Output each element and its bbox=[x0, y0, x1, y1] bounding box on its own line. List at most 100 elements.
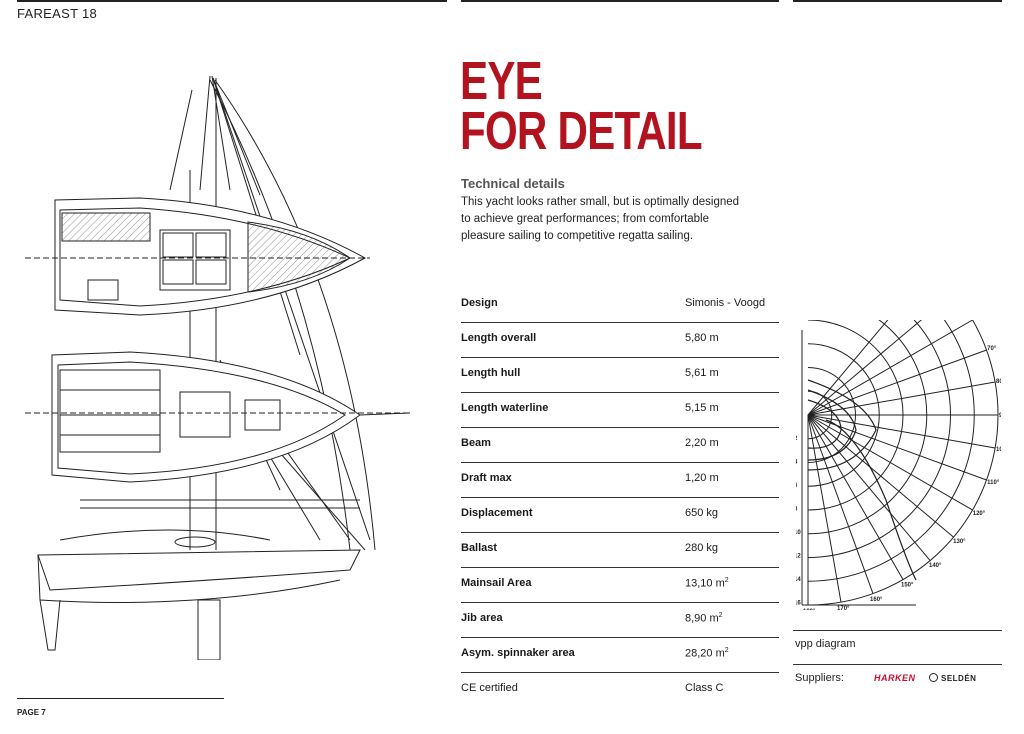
vpp-caption-rule bbox=[793, 630, 1002, 631]
boat-technical-drawing bbox=[25, 75, 411, 660]
suppliers-label: Suppliers: bbox=[795, 672, 844, 684]
vpp-curve bbox=[807, 389, 857, 461]
spec-value: 13,10 m2 bbox=[685, 577, 729, 590]
vpp-angle-label: 120° bbox=[973, 511, 986, 517]
vpp-angle-label: 140° bbox=[929, 563, 942, 569]
vpp-arc bbox=[807, 320, 928, 535]
vpp-speed-label: 2 bbox=[796, 436, 798, 442]
header-rule-left bbox=[17, 0, 447, 2]
spec-value-text: 2,20 m bbox=[685, 437, 719, 449]
vpp-angle-label: 70° bbox=[987, 346, 997, 352]
vpp-angle-label: 110° bbox=[987, 480, 1000, 486]
vpp-angle-label: 80° bbox=[996, 379, 1001, 385]
spec-row: CE certified Class C bbox=[461, 673, 779, 707]
spec-label: Beam bbox=[461, 437, 491, 449]
vpp-speed-label: 8 bbox=[796, 507, 798, 513]
spec-value: Class C bbox=[685, 682, 724, 694]
spec-value: 5,80 m bbox=[685, 332, 719, 344]
spec-value-text: 13,10 m bbox=[685, 577, 725, 590]
spec-label: Asym. spinnaker area bbox=[461, 647, 575, 659]
spec-row: Jib area 8,90 m2 bbox=[461, 603, 779, 638]
vpp-curve bbox=[807, 399, 842, 449]
spec-value-text: 5,15 m bbox=[685, 402, 719, 414]
selden-logo: SELDÉN bbox=[929, 673, 976, 683]
vpp-radial bbox=[807, 414, 954, 538]
spec-value: 5,15 m bbox=[685, 402, 719, 414]
spec-row: Asym. spinnaker area 28,20 m2 bbox=[461, 638, 779, 673]
spec-row: Design Simonis - Voogd bbox=[461, 288, 779, 323]
headline-line2: FOR DETAIL bbox=[460, 101, 703, 161]
footer-rule bbox=[17, 698, 224, 699]
vpp-radial bbox=[807, 381, 996, 416]
spec-value-text: 1,20 m bbox=[685, 472, 719, 484]
spec-value: 8,90 m2 bbox=[685, 612, 723, 625]
vpp-angle-label: 150° bbox=[901, 583, 914, 589]
vpp-caption: vpp diagram bbox=[795, 638, 856, 650]
spec-row: Beam 2,20 m bbox=[461, 428, 779, 463]
spec-value-sup: 2 bbox=[724, 577, 729, 584]
spec-label: Jib area bbox=[461, 612, 503, 624]
vpp-speed-label: 10 bbox=[796, 530, 801, 536]
headline-line1: EYE bbox=[460, 51, 543, 111]
headline: EYE FOR DETAIL bbox=[460, 51, 703, 161]
spec-row: Length hull 5,61 m bbox=[461, 358, 779, 393]
spec-value: 5,61 m bbox=[685, 367, 719, 379]
vpp-angle-label: 170° bbox=[837, 606, 850, 610]
spec-label: Design bbox=[461, 297, 498, 309]
spec-row: Ballast 280 kg bbox=[461, 533, 779, 568]
selden-text: SELDÉN bbox=[941, 674, 977, 683]
vpp-speed-label: 16 bbox=[796, 601, 801, 607]
spec-value: 2,20 m bbox=[685, 437, 719, 449]
vpp-radial bbox=[807, 320, 922, 416]
spec-value: 650 kg bbox=[685, 507, 718, 519]
harken-logo: HARKEN bbox=[874, 673, 916, 683]
vpp-radial bbox=[807, 414, 874, 594]
spec-row: Draft max 1,20 m bbox=[461, 463, 779, 498]
spec-row: Length overall 5,80 m bbox=[461, 323, 779, 358]
spec-label: Length waterline bbox=[461, 402, 549, 414]
spec-label: Draft max bbox=[461, 472, 512, 484]
spec-value-text: Class C bbox=[685, 682, 724, 694]
technical-heading: Technical details bbox=[461, 176, 565, 191]
vpp-angle-label: 160° bbox=[870, 597, 883, 603]
spec-value: 28,20 m2 bbox=[685, 647, 729, 660]
selden-icon bbox=[929, 673, 938, 682]
spec-value-sup: 2 bbox=[724, 647, 729, 654]
vpp-radial bbox=[807, 320, 889, 416]
vpp-speed-label: 6 bbox=[796, 483, 798, 489]
vpp-radial bbox=[807, 414, 973, 511]
vpp-angle-label: 180° bbox=[803, 609, 816, 610]
spec-value-text: Simonis - Voogd bbox=[685, 297, 766, 309]
page-number: PAGE 7 bbox=[17, 708, 46, 717]
spec-label: Length overall bbox=[461, 332, 537, 344]
vpp-curve bbox=[807, 379, 877, 471]
spec-label: Displacement bbox=[461, 507, 533, 519]
spec-row: Displacement 650 kg bbox=[461, 498, 779, 533]
spec-value: 280 kg bbox=[685, 542, 718, 554]
spec-value-text: 5,80 m bbox=[685, 332, 719, 344]
spec-value-text: 650 kg bbox=[685, 507, 719, 519]
vpp-radial bbox=[807, 414, 931, 561]
vpp-radial bbox=[807, 414, 842, 603]
brand-title: FAREAST 18 bbox=[17, 6, 98, 21]
suppliers-rule bbox=[793, 664, 1002, 665]
spec-value-text: 280 kg bbox=[685, 542, 719, 554]
vpp-angle-label: 130° bbox=[953, 539, 966, 545]
vpp-arc bbox=[807, 320, 999, 606]
spec-label: Ballast bbox=[461, 542, 498, 554]
vpp-diagram: 40°50°60°70°80°90°100°110°120°130°140°15… bbox=[796, 320, 1001, 610]
vpp-angle-label: 100° bbox=[996, 447, 1001, 453]
vpp-radial bbox=[807, 414, 904, 580]
spec-value: 1,20 m bbox=[685, 472, 719, 484]
vpp-speed-label: 12 bbox=[796, 554, 801, 560]
header-rule-mid bbox=[461, 0, 779, 2]
spec-label: Length hull bbox=[461, 367, 521, 379]
spec-label: CE certified bbox=[461, 682, 518, 694]
header-rule-right bbox=[793, 0, 1002, 2]
vpp-angle-label: 60° bbox=[973, 320, 983, 321]
technical-intro: This yacht looks rather small, but is op… bbox=[461, 196, 740, 242]
spec-value-text: 5,61 m bbox=[685, 367, 719, 379]
spec-value: Simonis - Voogd bbox=[685, 297, 765, 309]
vpp-angle-label: 90° bbox=[999, 413, 1001, 419]
